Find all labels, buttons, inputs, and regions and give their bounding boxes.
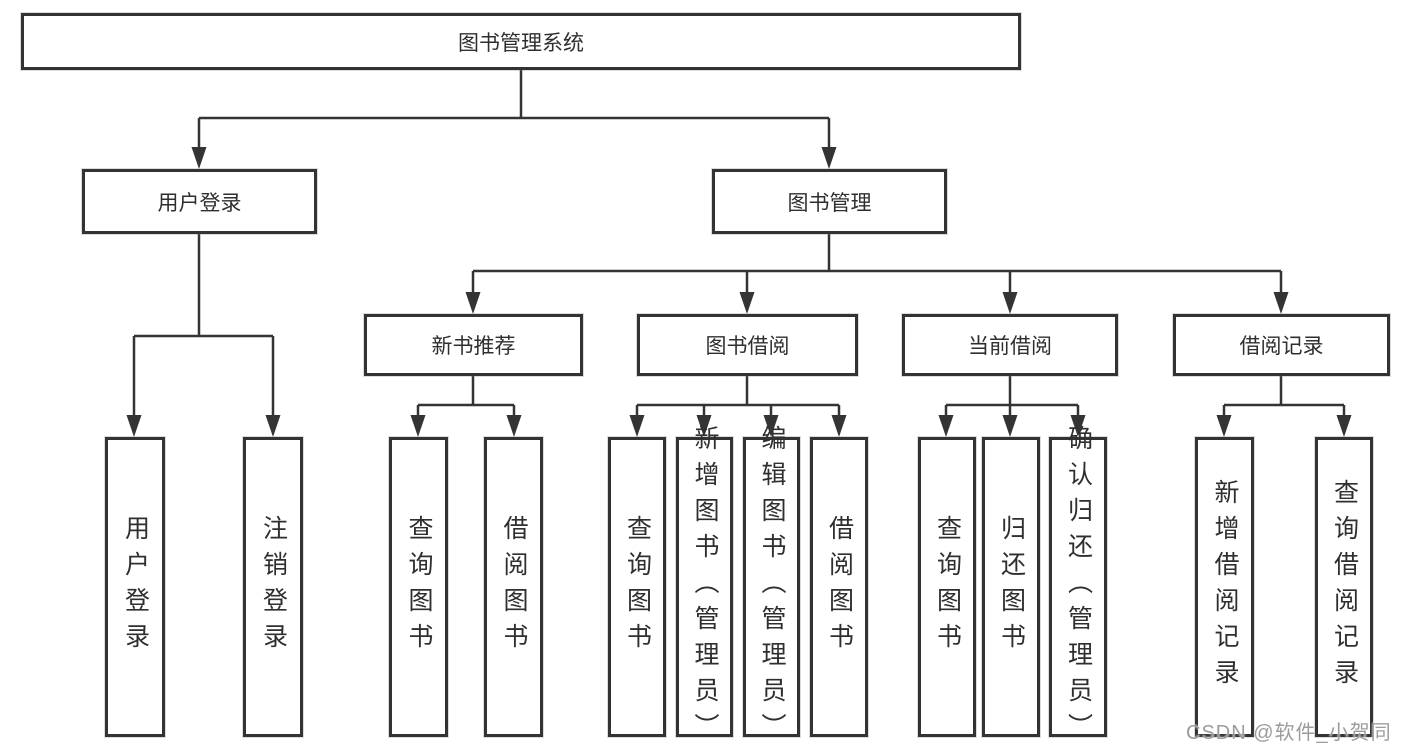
connector-root-trunk [197, 69, 831, 152]
leaf-return-books: 归还图书 [982, 437, 1040, 737]
leaf-query-books-borrow: 查询图书 [608, 437, 666, 737]
leaf-edit-books-admin: 编辑图书（管理员） [743, 425, 800, 747]
connector-current-borrow-children [944, 376, 1080, 420]
arrow-to-user-login-leaf [126, 415, 142, 437]
leaf-query-borrow-record: 查询借阅记录 [1315, 437, 1373, 737]
node-book-borrow: 图书借阅 [637, 314, 858, 376]
node-new-book-recommend: 新书推荐 [364, 314, 583, 376]
connector-book-borrow-children [635, 376, 841, 420]
node-user-login: 用户登录 [82, 169, 317, 234]
arrow-to-current-borrow [1002, 292, 1018, 314]
arrow-to-book-borrow [739, 292, 755, 314]
leaf-confirm-return-admin: 确认归还（管理员） [1049, 425, 1107, 747]
arrow-to-query-books-recommend [410, 415, 426, 437]
arrow-to-add-books [696, 415, 712, 437]
arrow-to-edit-books [763, 415, 779, 437]
leaf-query-books-recommend: 查询图书 [389, 437, 448, 737]
watermark: CSDN @软件_小贺同学 [1186, 722, 1392, 744]
node-current-borrow: 当前借阅 [902, 314, 1118, 376]
connector-book-management-children [471, 233, 1283, 297]
leaf-add-books-admin: 新增图书（管理员） [676, 425, 733, 747]
arrow-to-user-login [191, 147, 207, 169]
arrow-to-query-borrow-record [1336, 415, 1352, 437]
connector-user-login-children [132, 233, 275, 420]
leaf-query-books-current: 查询图书 [918, 437, 976, 737]
leaf-borrow-books-borrow: 借阅图书 [810, 437, 868, 737]
arrow-to-new-book [465, 292, 481, 314]
arrow-to-query-books-current [938, 415, 954, 437]
arrowheads [126, 147, 1352, 437]
connector-borrow-records-children [1222, 376, 1346, 420]
arrow-to-add-borrow-record [1216, 415, 1232, 437]
leaf-borrow-books-recommend: 借阅图书 [484, 437, 543, 737]
arrow-to-borrow-books-borrow [831, 415, 847, 437]
arrow-to-return-books [1002, 415, 1018, 437]
arrow-to-book-management [821, 147, 837, 169]
leaf-user-login-action: 用户登录 [105, 437, 165, 737]
leaf-logout-action: 注销登录 [243, 437, 303, 737]
connector-new-book-children [416, 376, 516, 420]
leaf-add-borrow-record: 新增借阅记录 [1195, 437, 1254, 737]
arrow-to-query-books-borrow [629, 415, 645, 437]
arrow-to-logout-leaf [265, 415, 281, 437]
arrow-to-borrow-books-recommend [506, 415, 522, 437]
arrow-to-borrow-records [1273, 292, 1289, 314]
node-book-management: 图书管理 [712, 169, 947, 234]
arrow-to-confirm-return [1070, 415, 1086, 437]
node-borrow-records: 借阅记录 [1173, 314, 1390, 376]
node-root-system: 图书管理系统 [21, 13, 1021, 70]
